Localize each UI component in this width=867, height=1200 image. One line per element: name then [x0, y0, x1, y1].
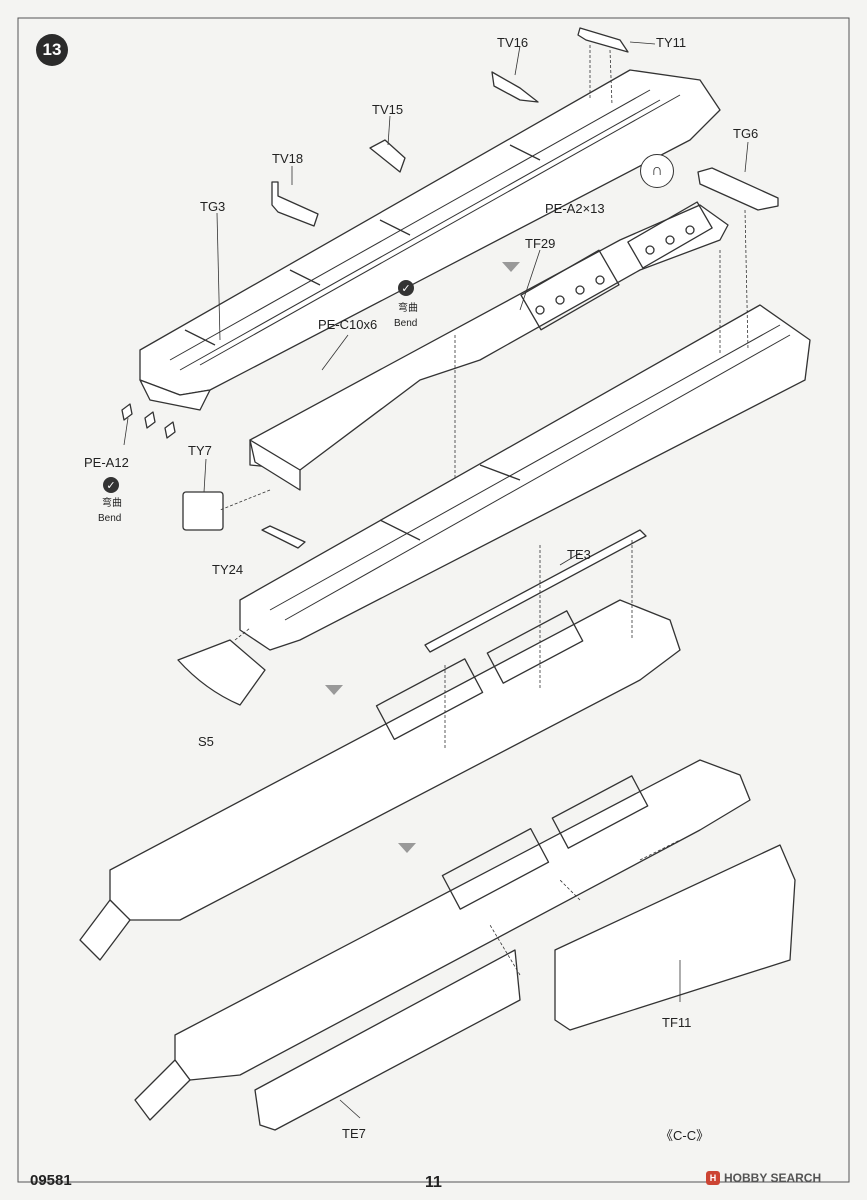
label-tf29: TF29 — [525, 236, 556, 251]
watermark-text: HOBBY SEARCH — [724, 1171, 822, 1185]
section-label: 《C-C》 — [660, 1128, 710, 1143]
leader-lines — [123, 41, 749, 1119]
kit-code: 09581 — [30, 1172, 72, 1189]
label-te7: TE7 — [342, 1126, 366, 1141]
part-ty24 — [261, 525, 306, 549]
part-tv16 — [491, 71, 539, 103]
label-ty24: TY24 — [212, 562, 244, 577]
label-ty11: TY11 — [656, 35, 687, 50]
label-bend-en-1: Bend — [394, 318, 418, 329]
label-pe-c10: PE-C10x6 — [318, 317, 378, 332]
label-s5: S5 — [198, 734, 214, 749]
part-tf11 — [554, 844, 796, 1031]
part-tv18 — [271, 181, 319, 227]
label-pe-a12: PE-A12 — [84, 455, 129, 470]
label-tf11: TF11 — [662, 1015, 692, 1030]
tf29-frame — [249, 201, 729, 491]
lower-chassis-1 — [79, 599, 681, 961]
part-ty11 — [577, 27, 629, 53]
label-bend-en-2: Bend — [98, 513, 122, 524]
pe-clip-icon: ∩ — [640, 154, 674, 188]
label-te3: TE3 — [567, 547, 591, 562]
label-ty7: TY7 — [188, 443, 212, 458]
middle-chassis-rail — [239, 304, 811, 651]
label-bend-cn-2: 弯曲 — [102, 498, 122, 509]
label-tv16: TV16 — [497, 35, 529, 50]
part-s5 — [177, 639, 266, 706]
page-number: 11 — [425, 1174, 442, 1191]
lower-chassis-2 — [134, 759, 751, 1121]
part-te3 — [424, 529, 647, 653]
part-tg6 — [697, 167, 779, 211]
upper-chassis-rail — [139, 69, 721, 411]
watermark-logo-icon: H — [706, 1171, 720, 1185]
part-te7 — [254, 949, 521, 1131]
part-ty7 — [182, 491, 224, 531]
part-tv15 — [369, 139, 406, 173]
step-number-badge: 13 — [36, 34, 68, 66]
label-tg3: TG3 — [200, 199, 226, 214]
assembly-arrows — [219, 45, 749, 976]
part-pe-a12 — [121, 403, 176, 439]
page-frame — [17, 17, 850, 1183]
label-bend-cn-1: 弯曲 — [398, 303, 418, 314]
label-tg6: TG6 — [733, 126, 759, 141]
label-tv15: TV15 — [372, 102, 404, 117]
bend-icon: ✓ — [103, 477, 119, 493]
bend-icon: ✓ — [398, 280, 414, 296]
label-pe-a2: PE-A2×13 — [545, 201, 605, 216]
label-tv18: TV18 — [272, 151, 304, 166]
down-arrow-markers — [325, 262, 520, 853]
watermark: H HOBBY SEARCH — [706, 1171, 821, 1185]
